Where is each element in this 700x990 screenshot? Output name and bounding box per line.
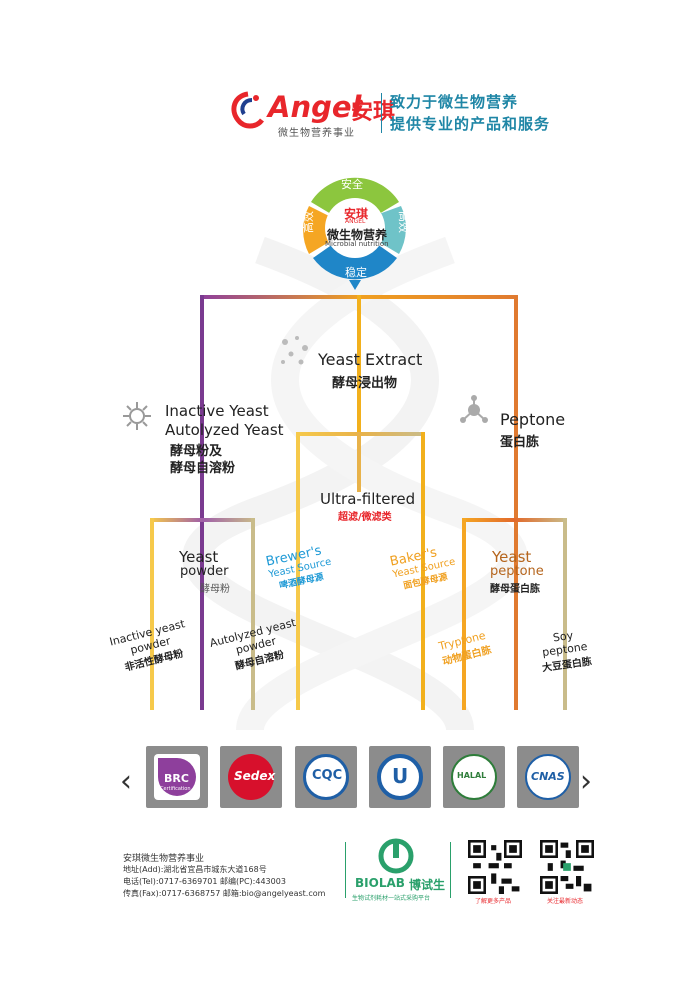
qr-caption-products: 了解更多产品 <box>475 898 512 905</box>
cert-sedex-label: Sedex <box>234 769 276 783</box>
wheel-segment-left <box>303 206 329 254</box>
biolab-tagline: 生物试剂耗材一站式采购平台 <box>352 895 431 902</box>
cert-brc-label: BRC <box>164 772 189 785</box>
biolab-name: BIOLAB <box>355 876 405 890</box>
peptone-cn: 蛋白胨 <box>500 435 540 450</box>
wheel-segment-right <box>379 206 406 254</box>
tree-center-trunk <box>357 295 361 435</box>
inactive-en-2: Autolyzed Yeast <box>165 421 284 439</box>
inactive-en-1: Inactive Yeast <box>165 402 269 420</box>
peptone-en: Peptone <box>500 410 566 429</box>
wheel-segment-top <box>311 177 399 214</box>
cert-sedex[interactable]: Sedex <box>220 746 282 808</box>
wheel-label-top: 安全 <box>341 178 363 191</box>
qr-code-news[interactable] <box>540 840 594 894</box>
yeast-extract-en: Yeast Extract <box>318 350 423 369</box>
soy-peptone-label: Soy peptone 大豆蛋白胨 <box>537 627 592 674</box>
qr-code-products[interactable] <box>468 840 522 894</box>
tree-mid-left <box>296 432 300 710</box>
cert-ou-label: U <box>392 764 409 788</box>
atom-icon <box>460 395 488 423</box>
tree-left-trunk <box>200 295 204 710</box>
slogan-line-2: 提供专业的产品和服务 <box>390 115 551 133</box>
tree-right-trunk <box>514 295 518 710</box>
wheel-label-bottom: 稳定 <box>345 266 367 279</box>
inactive-cn-2: 酵母自溶粉 <box>170 461 236 476</box>
wheel-segment-bottom <box>313 244 397 280</box>
cert-halal-label: HALAL <box>457 771 487 780</box>
brand-logo: Angel 安琪 微生物营养事业 <box>226 88 395 139</box>
ultra-en: Ultra-filtered <box>320 490 416 508</box>
yeast-extract-cn: 酵母浸出物 <box>332 376 398 391</box>
biolab-logo-icon <box>378 838 414 874</box>
brand-name-cn: 安琪 <box>351 100 396 125</box>
carousel-next-arrow[interactable]: › <box>580 764 592 799</box>
carousel-prev-arrow[interactable]: ‹ <box>120 764 132 799</box>
cert-halal[interactable]: HALAL <box>443 746 505 808</box>
cert-cnas[interactable]: CNAS <box>517 746 579 808</box>
tree-mid-center <box>357 432 361 492</box>
wheel-center-logo: 安琪 <box>344 207 369 221</box>
footer-divider <box>345 842 346 898</box>
footer-company: 安琪微生物营养事业 <box>123 854 205 864</box>
yeast-peptone-en-2: peptone <box>490 564 544 579</box>
wheel-center-logo-en: ANGEL <box>345 218 366 225</box>
cert-cnas-label: CNAS <box>531 770 565 783</box>
tree-right-bar <box>462 518 567 522</box>
cert-brc-sub: Certification <box>160 786 191 792</box>
biolab-name-cn: 博试生 <box>409 878 446 892</box>
footer-address: 地址(Add):湖北省宜昌市城东大道168号 <box>123 865 267 874</box>
tree-left-c <box>251 518 255 710</box>
footer-fax: 传真(Fax):0717-6368757 邮箱:bio@angelyeast.c… <box>123 889 326 898</box>
slogan-line-1: 致力于微生物营养 <box>390 93 519 111</box>
cert-cqc[interactable]: CQC <box>295 746 357 808</box>
yeast-powder-en-2: powder <box>180 564 229 579</box>
footer-divider-2 <box>450 842 451 898</box>
nutrition-wheel <box>303 177 406 290</box>
angel-swirl-icon <box>231 91 264 129</box>
inactive-cn-1: 酵母粉及 <box>170 444 223 459</box>
brand-name: Angel <box>268 90 362 124</box>
cert-ou[interactable]: U <box>369 746 431 808</box>
tree-left-bar <box>150 518 255 522</box>
brand-tagline: 微生物营养事业 <box>278 128 355 139</box>
footer-phone: 电话(Tel):0717-6369701 邮编(PC):443003 <box>123 877 286 886</box>
tree-mid-right <box>421 432 425 710</box>
tree-left-a <box>150 518 154 710</box>
yeast-peptone-cn: 酵母蛋白胨 <box>490 584 540 595</box>
tree-right-a <box>462 518 466 710</box>
molecule-icon <box>281 336 308 365</box>
qr-caption-news: 关注最新动态 <box>547 898 584 905</box>
yeast-powder-cn: 酵母粉 <box>200 584 230 595</box>
wheel-center-en: Microbial nutrition <box>325 240 389 248</box>
wheel-center-cn: 微生物营养 <box>327 228 388 242</box>
cert-cqc-label: CQC <box>312 768 343 783</box>
yeast-powder-en-1: Yeast <box>179 548 219 566</box>
ultra-cn: 超滤/微滤类 <box>338 512 392 523</box>
header-divider <box>381 93 382 133</box>
sunburst-icon <box>123 402 151 430</box>
cert-brc[interactable]: BRC Certification <box>146 746 208 808</box>
yeast-peptone-en-1: Yeast <box>492 548 532 566</box>
tree-right-c <box>563 518 567 710</box>
